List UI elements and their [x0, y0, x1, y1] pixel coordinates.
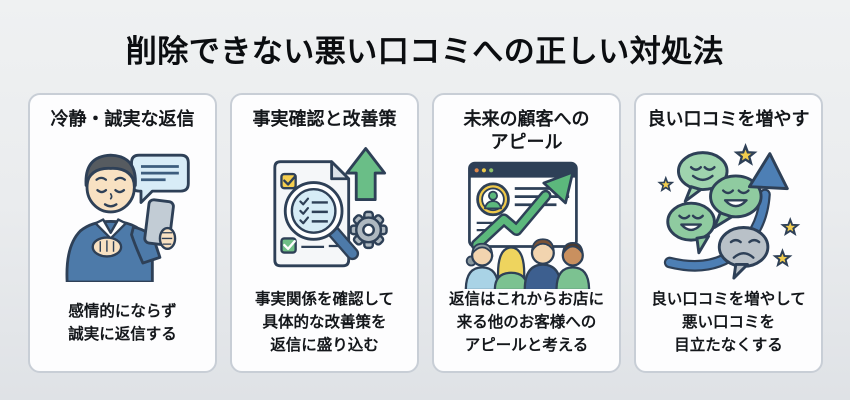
profile-avatar-icon [475, 182, 510, 217]
card-body-text: 返信はこれからお店に 来る他のお客様への アピールと考える [448, 291, 604, 355]
speech-bubble-icon [129, 153, 190, 204]
card-fact-check-improvement: 事実確認と改善策 [230, 93, 419, 373]
magnifier-icon [283, 181, 359, 261]
card-calm-sincere-reply: 冷静・誠実な返信 [28, 93, 217, 373]
hand-on-chest-icon [91, 236, 122, 258]
card-title: 未来の顧客への アピール [463, 109, 590, 153]
gear-icon [348, 210, 388, 250]
card-body-text: 感情的にならず 誠実に返信する [68, 303, 177, 343]
sad-review-bubble-icon [717, 226, 769, 280]
checklist-magnifier-improvement-icon [240, 131, 409, 289]
customer-gray-hair [464, 242, 500, 290]
happy-review-bubble-icon [676, 151, 729, 203]
customers-watching-growth-chart-icon [442, 155, 611, 290]
laughing-review-bubble-icon [665, 202, 716, 255]
card-title: 冷静・誠実な返信 [50, 109, 195, 129]
card-title: 良い口コミを増やす [647, 109, 810, 129]
page-title: 削除できない悪い口コミへの正しい対処法 [125, 34, 725, 69]
card-increase-good-reviews: 良い口コミを増やす [634, 93, 823, 373]
cards-row: 冷静・誠実な返信 [28, 93, 823, 373]
person-replying-sincerely-on-phone-icon [38, 131, 207, 290]
card-body-text: 良い口コミを増やして 悪い口コミを 目立たなくする [651, 291, 806, 355]
customer-navy-shirt [523, 238, 562, 290]
positive-review-bubbles-growth-icon [644, 131, 813, 289]
customer-blonde [493, 246, 529, 290]
customer-green-shirt [554, 241, 590, 290]
card-body-text: 事実関係を確認して 具体的な改善策を 返信に盛り込む [254, 291, 395, 355]
growth-arrow-icon [470, 170, 574, 251]
smartphone-icon [142, 198, 176, 250]
card-title: 事実確認と改善策 [252, 109, 397, 129]
card-appeal-future-customers: 未来の顧客への アピール [432, 93, 621, 373]
customer-group-icon [464, 238, 590, 290]
checkbox-green-icon [279, 237, 297, 255]
checkbox-yellow-icon [279, 173, 297, 190]
person-icon [65, 153, 161, 282]
up-arrow-icon [344, 147, 386, 202]
arrowhead-icon [747, 152, 789, 191]
